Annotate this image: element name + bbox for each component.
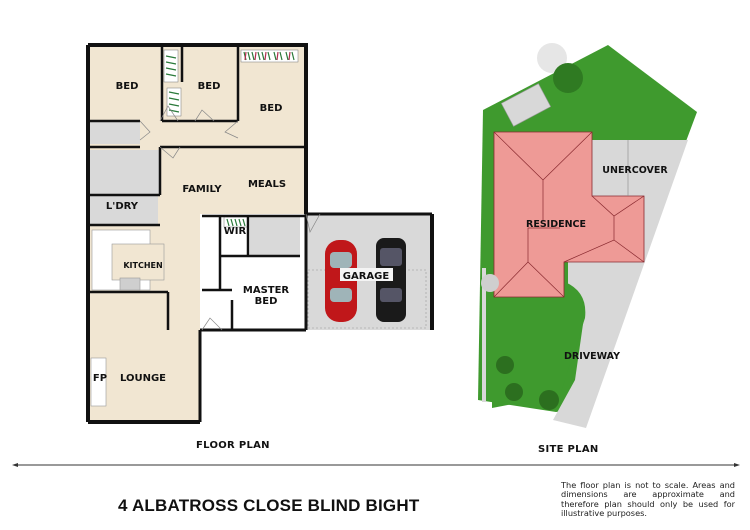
room-label-wir: WIR — [224, 226, 247, 237]
tree-icon — [553, 63, 583, 93]
floor-plan-caption: FLOOR PLAN — [196, 440, 270, 451]
tree-icon — [539, 390, 559, 410]
room-label-master: MASTER — [243, 285, 290, 296]
site-label-driveway: DRIVEWAY — [564, 351, 620, 362]
floor-plan-fills — [88, 45, 430, 422]
site-label-residence: RESIDENCE — [526, 219, 586, 230]
room-label-family: FAMILY — [182, 184, 222, 195]
disclaimer-text: The floor plan is not to scale. Areas an… — [561, 480, 735, 518]
site-plan: UNERCOVER RESIDENCE DRIVEWAY — [478, 43, 697, 428]
tree-icon — [537, 43, 567, 73]
room-label-meals: MEALS — [248, 179, 286, 190]
tree-icon — [505, 383, 523, 401]
floor-plan-walls — [86, 43, 434, 424]
site-shed — [500, 83, 552, 127]
room-label-laundry: L'DRY — [106, 201, 139, 212]
door-swings — [139, 105, 321, 331]
property-address: 4 ALBATROSS CLOSE BLIND BIGHT — [118, 496, 420, 515]
tree-icon — [496, 356, 514, 374]
room-label-bed: BED — [116, 81, 139, 92]
section-divider — [12, 463, 740, 467]
room-label-master-bed: BED — [255, 296, 278, 307]
tree-icon — [481, 274, 499, 292]
site-label-undercover: UNERCOVER — [602, 165, 668, 176]
site-plan-caption: SITE PLAN — [538, 444, 599, 455]
room-label-bed: BED — [198, 81, 221, 92]
room-label-lounge: LOUNGE — [120, 373, 166, 384]
room-label-garage: GARAGE — [343, 271, 390, 282]
room-label-kitchen: KITCHEN — [123, 261, 162, 270]
room-label-bed: BED — [260, 103, 283, 114]
room-label-fireplace: FP — [93, 373, 107, 384]
wardrobe-hangers-icon — [165, 51, 295, 227]
site-driveway-curve — [492, 282, 586, 408]
room-labels: BED BED BED FAMILY MEALS L'DRY KITCHEN W… — [93, 81, 393, 384]
